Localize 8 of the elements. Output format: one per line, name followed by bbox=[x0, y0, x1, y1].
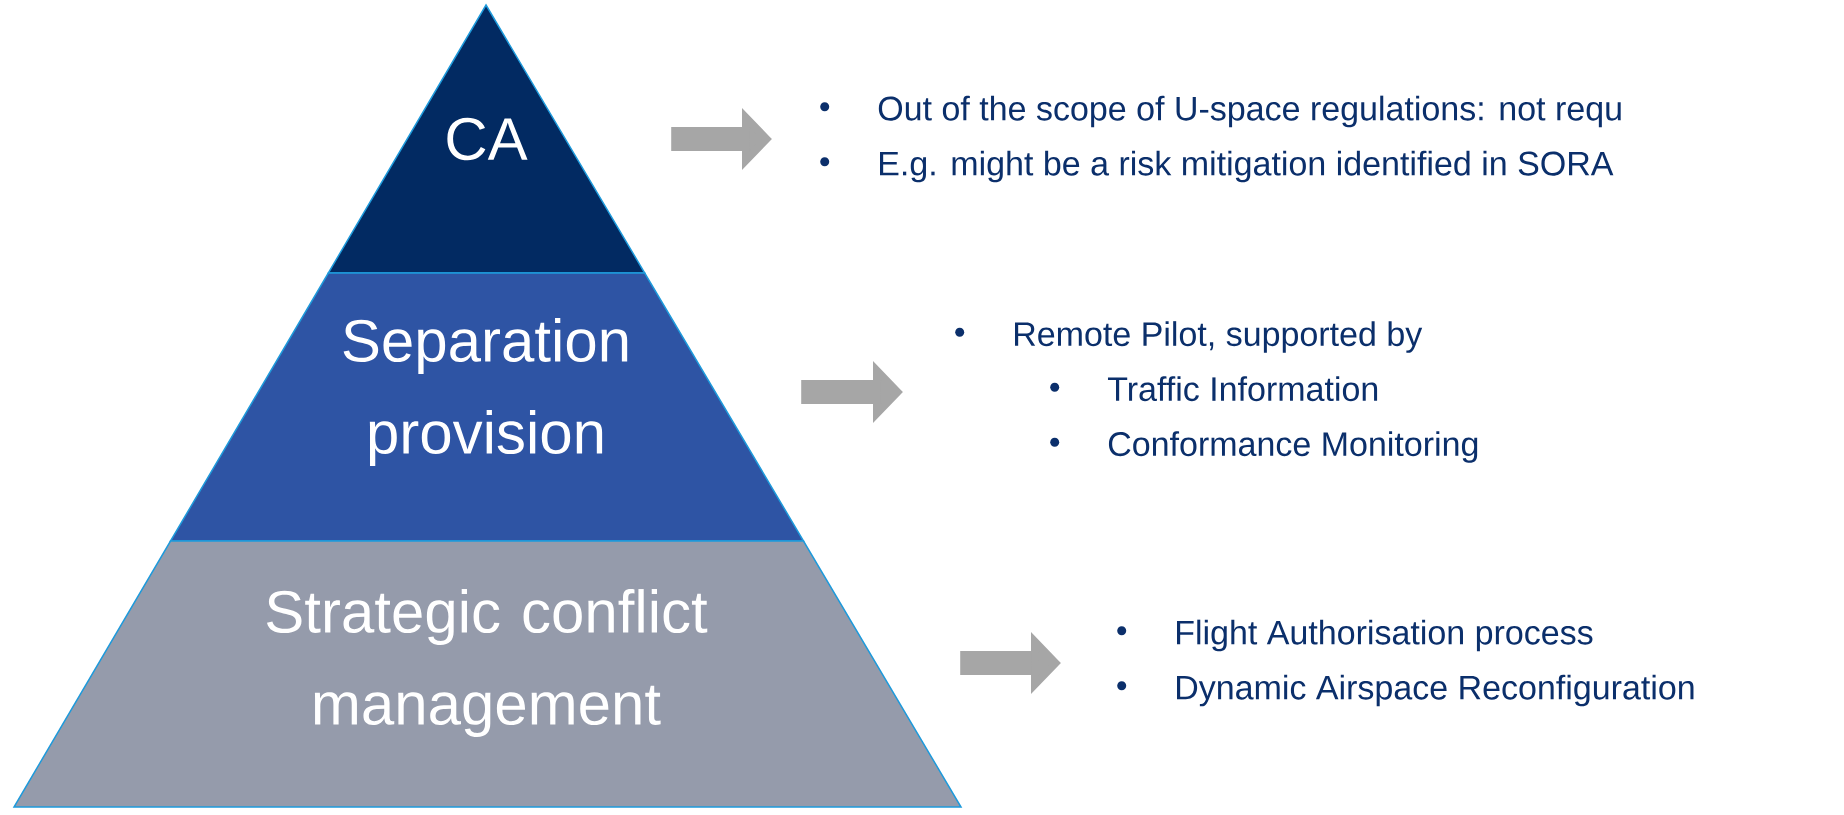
list-item: Remote Pilot, supported by bbox=[1015, 321, 1423, 353]
list-item: Conformance Monitoring bbox=[1108, 431, 1478, 463]
list-item: E.g. might be a risk mitigation identified in SORA bbox=[880, 150, 1614, 183]
list-item: Out of the scope of U-space regulations: not requ bbox=[878, 95, 1621, 128]
list-item: Traffic Information bbox=[1108, 376, 1378, 402]
list-item: Flight Authorisation process bbox=[1177, 619, 1593, 652]
list-item: Dynamic Airspace Reconfiguration bbox=[1177, 674, 1694, 707]
pyramid-tier: Separation provision bbox=[169, 272, 805, 542]
